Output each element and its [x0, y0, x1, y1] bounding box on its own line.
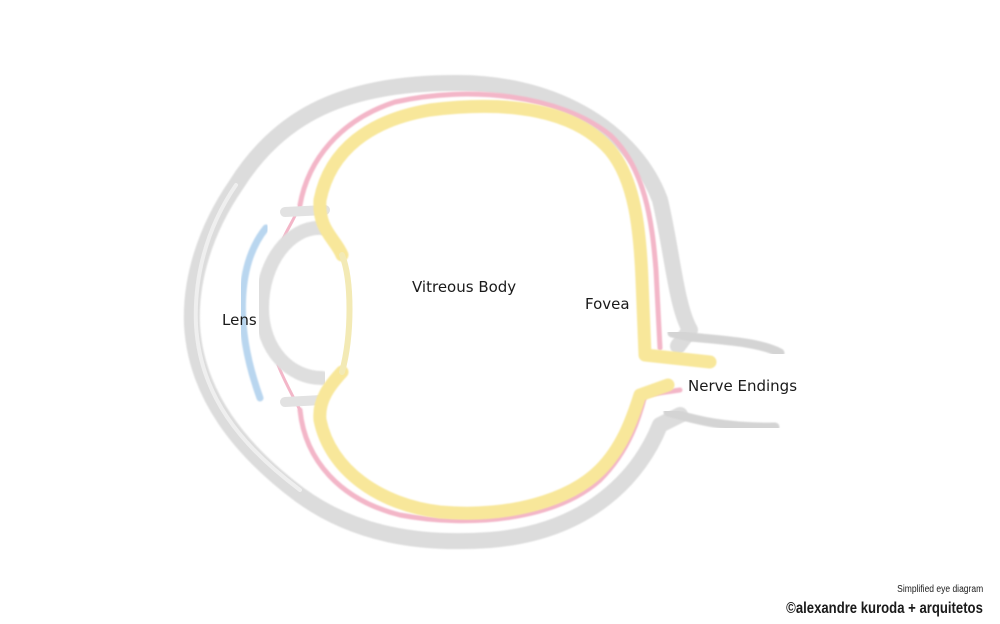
- lens-label: Lens: [222, 311, 257, 329]
- optic-nerve-lower: [663, 407, 780, 432]
- retina-upper: [313, 99, 717, 369]
- sclera: [183, 74, 785, 550]
- retina-lower: [313, 365, 675, 520]
- choroid-upper: [297, 91, 663, 351]
- vitreous-body-label: Vitreous Body: [412, 278, 517, 296]
- choroid-lower: [297, 387, 683, 524]
- nerve-endings-label: Nerve Endings: [688, 377, 798, 395]
- diagram-caption: Simplified eye diagram: [897, 584, 983, 595]
- lens-capsule: [254, 220, 329, 385]
- fovea-label: Fovea: [585, 295, 630, 313]
- copyright-credit: ©alexandre kuroda + arquitetos: [786, 600, 983, 617]
- optic-nerve-upper: [667, 328, 785, 358]
- cornea: [238, 224, 270, 402]
- sclera-outer-highlight: [193, 183, 302, 492]
- retina-lens-edge: [339, 252, 353, 375]
- ciliary-body: [254, 205, 330, 407]
- retina: [313, 99, 717, 520]
